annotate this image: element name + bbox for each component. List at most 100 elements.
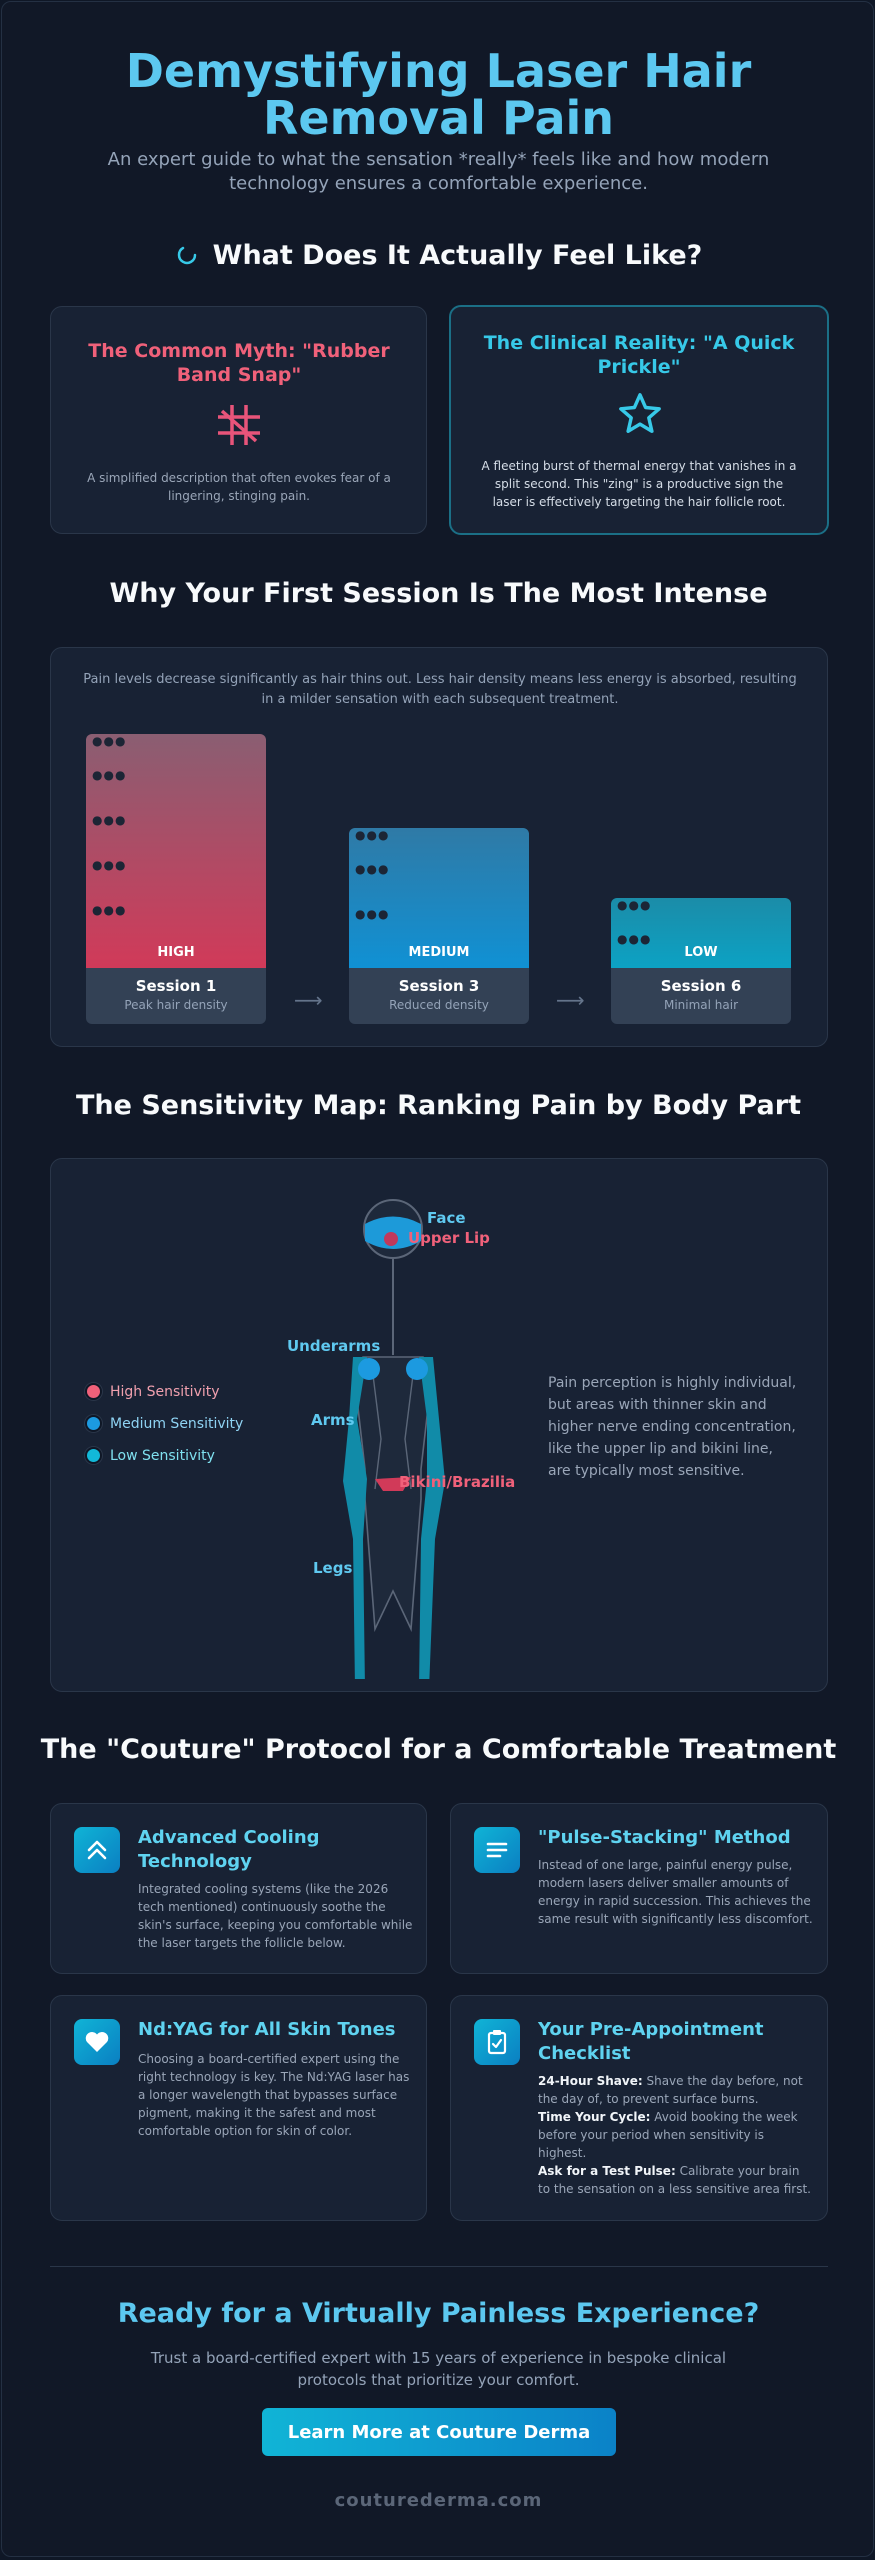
page-title: Demystifying Laser Hair Removal Pain bbox=[62, 48, 815, 142]
density-label: Minimal hair bbox=[663, 998, 739, 1012]
legend-dot-medium bbox=[85, 1415, 102, 1432]
density-dots: ●●●●●● bbox=[617, 898, 652, 946]
checklist-item-text: Shave the day before, not the day of, to… bbox=[538, 2074, 803, 2106]
label-legs: Legs bbox=[313, 1559, 353, 1577]
session-label: Session 3 bbox=[398, 977, 480, 995]
heart-icon bbox=[74, 2019, 120, 2065]
session-label: Session 6 bbox=[660, 977, 742, 995]
checklist-body: 24-Hour Shave: Shave the day before, not… bbox=[538, 2072, 813, 2198]
ndyag-title: Nd:YAG for All Skin Tones bbox=[138, 2019, 396, 2040]
legend-medium: Medium Sensitivity bbox=[85, 1415, 243, 1432]
density-dots: ●●●●●●●●●●●●●●● bbox=[92, 734, 127, 917]
body-diagram bbox=[343, 1199, 445, 1679]
sensitivity-note: Pain perception is highly individual, bu… bbox=[548, 1375, 797, 1479]
bikini-zone bbox=[375, 1477, 411, 1491]
reality-card: The Clinical Reality: "A Quick Prickle" … bbox=[449, 305, 829, 535]
protocol-heading: The "Couture" Protocol for a Comfortable… bbox=[40, 1734, 837, 1765]
myth-title: The Common Myth: "Rubber Band Snap" bbox=[88, 340, 390, 386]
checklist-item-text: Calibrate your brain to the sensation on… bbox=[538, 2164, 811, 2196]
stacked-lines-icon bbox=[474, 1827, 520, 1873]
myth-card: The Common Myth: "Rubber Band Snap" A si… bbox=[50, 306, 427, 534]
checklist-title: Your Pre-Appointment Checklist bbox=[538, 2019, 764, 2064]
bar-level-label: LOW bbox=[684, 945, 718, 960]
protocol-card-pulse: "Pulse-Stacking" Method Instead of one l… bbox=[450, 1803, 828, 1974]
label-bikini: Bikini/Brazilian bbox=[399, 1473, 515, 1491]
bar-footer: Session 1 Peak hair density bbox=[86, 968, 266, 1024]
session-bar-3: ●●●●●●●●● MEDIUM Session 3 Reduced densi… bbox=[349, 828, 529, 1024]
upper-lip-zone bbox=[384, 1232, 398, 1246]
bar-fill: ●●●●●●●●●●●●●●● HIGH bbox=[86, 734, 266, 968]
checklist-item: Ask for a Test Pulse: Calibrate your bra… bbox=[538, 2162, 813, 2198]
label-arms: Arms bbox=[311, 1411, 355, 1429]
arrow-right-icon: ⟶ bbox=[294, 988, 323, 1012]
checklist-item: 24-Hour Shave: Shave the day before, not… bbox=[538, 2072, 813, 2108]
bar-level-label: MEDIUM bbox=[408, 945, 470, 960]
legend-label: High Sensitivity bbox=[110, 1384, 220, 1400]
legend-label: Medium Sensitivity bbox=[110, 1416, 244, 1432]
cooling-body: Integrated cooling systems (like the 202… bbox=[138, 1882, 413, 1950]
page-subtitle: An expert guide to what the sensation *r… bbox=[107, 149, 770, 194]
density-dots: ●●●●●●●●● bbox=[355, 828, 390, 921]
bar-level-label: HIGH bbox=[157, 945, 195, 960]
legend-dot-high bbox=[85, 1383, 102, 1400]
bar-footer: Session 3 Reduced density bbox=[349, 968, 529, 1024]
arrow-right-icon: ⟶ bbox=[556, 988, 585, 1012]
cta-heading: Ready for a Virtually Painless Experienc… bbox=[117, 2298, 760, 2329]
bar-fill: ●●●●●● LOW bbox=[611, 898, 791, 968]
torso-outline bbox=[356, 1356, 430, 1633]
sensitivity-map-card: High Sensitivity Medium Sensitivity Low … bbox=[50, 1158, 828, 1692]
checklist-item-label: 24-Hour Shave: bbox=[538, 2074, 643, 2088]
left-underarm-zone bbox=[358, 1358, 380, 1380]
star-icon bbox=[617, 391, 663, 441]
footer-site-link[interactable]: couturederma.com bbox=[334, 2490, 543, 2511]
checklist-item-label: Time Your Cycle: bbox=[538, 2110, 651, 2124]
sessions-heading: Why Your First Session Is The Most Inten… bbox=[109, 578, 768, 609]
rubber-band-icon bbox=[216, 403, 262, 451]
clipboard-check-icon bbox=[474, 2019, 520, 2065]
torso-lines bbox=[370, 1358, 416, 1490]
sessions-intro: Pain levels decrease significantly as ha… bbox=[83, 672, 797, 707]
protocol-card-ndyag: Nd:YAG for All Skin Tones Choosing a boa… bbox=[50, 1995, 427, 2221]
left-limb-zone bbox=[343, 1357, 367, 1679]
learn-more-button[interactable]: Learn More at Couture Derma bbox=[262, 2408, 616, 2456]
legend-dot-low bbox=[85, 1447, 102, 1464]
checklist-item-label: Ask for a Test Pulse: bbox=[538, 2164, 676, 2178]
section-divider bbox=[50, 2266, 828, 2267]
label-face: Face bbox=[427, 1209, 466, 1227]
protocol-card-cooling: Advanced Cooling Technology Integrated c… bbox=[50, 1803, 427, 1974]
pulse-body: Instead of one large, painful energy pul… bbox=[538, 1858, 813, 1926]
label-upper-lip: Upper Lip bbox=[408, 1229, 490, 1247]
feel-heading: What Does It Actually Feel Like? bbox=[2, 240, 873, 274]
protocol-card-checklist: Your Pre-Appointment Checklist 24-Hour S… bbox=[450, 1995, 828, 2221]
legend-high: High Sensitivity bbox=[85, 1383, 220, 1400]
right-underarm-zone bbox=[406, 1358, 428, 1380]
checklist-item-text: Avoid booking the week before your perio… bbox=[538, 2110, 798, 2160]
session-bar-1: ●●●●●●●●●●●●●●● HIGH Session 1 Peak hair… bbox=[86, 734, 266, 1024]
feel-heading-text: What Does It Actually Feel Like? bbox=[212, 240, 703, 271]
reality-description: A fleeting burst of thermal energy that … bbox=[481, 459, 797, 509]
session-bar-6: ●●●●●● LOW Session 6 Minimal hair bbox=[611, 898, 791, 1024]
legend-low: Low Sensitivity bbox=[85, 1447, 215, 1464]
density-label: Reduced density bbox=[389, 998, 489, 1012]
reality-title: The Clinical Reality: "A Quick Prickle" bbox=[483, 332, 795, 378]
title-line-1: Demystifying Laser Hair bbox=[125, 44, 752, 98]
label-underarms: Underarms bbox=[287, 1337, 381, 1355]
session-chart-card: Pain levels decrease significantly as ha… bbox=[50, 647, 828, 1047]
legend-label: Low Sensitivity bbox=[110, 1448, 215, 1464]
cooling-title: Advanced Cooling Technology bbox=[138, 1827, 320, 1872]
title-line-2: Removal Pain bbox=[263, 91, 614, 145]
spinner-icon bbox=[175, 243, 199, 274]
bar-footer: Session 6 Minimal hair bbox=[611, 968, 791, 1024]
cta-subtitle: Trust a board-certified expert with 15 y… bbox=[150, 2349, 727, 2389]
ndyag-body: Choosing a board-certified expert using … bbox=[138, 2052, 410, 2138]
density-label: Peak hair density bbox=[124, 998, 228, 1012]
myth-description: A simplified description that often evok… bbox=[87, 471, 391, 503]
checklist-item: Time Your Cycle: Avoid booking the week … bbox=[538, 2108, 813, 2162]
right-limb-zone bbox=[419, 1357, 445, 1679]
double-chevron-up-icon bbox=[74, 1827, 120, 1873]
bar-fill: ●●●●●●●●● MEDIUM bbox=[349, 828, 529, 968]
session-label: Session 1 bbox=[135, 977, 217, 995]
map-heading: The Sensitivity Map: Ranking Pain by Bod… bbox=[75, 1090, 802, 1121]
pulse-title: "Pulse-Stacking" Method bbox=[538, 1827, 791, 1848]
